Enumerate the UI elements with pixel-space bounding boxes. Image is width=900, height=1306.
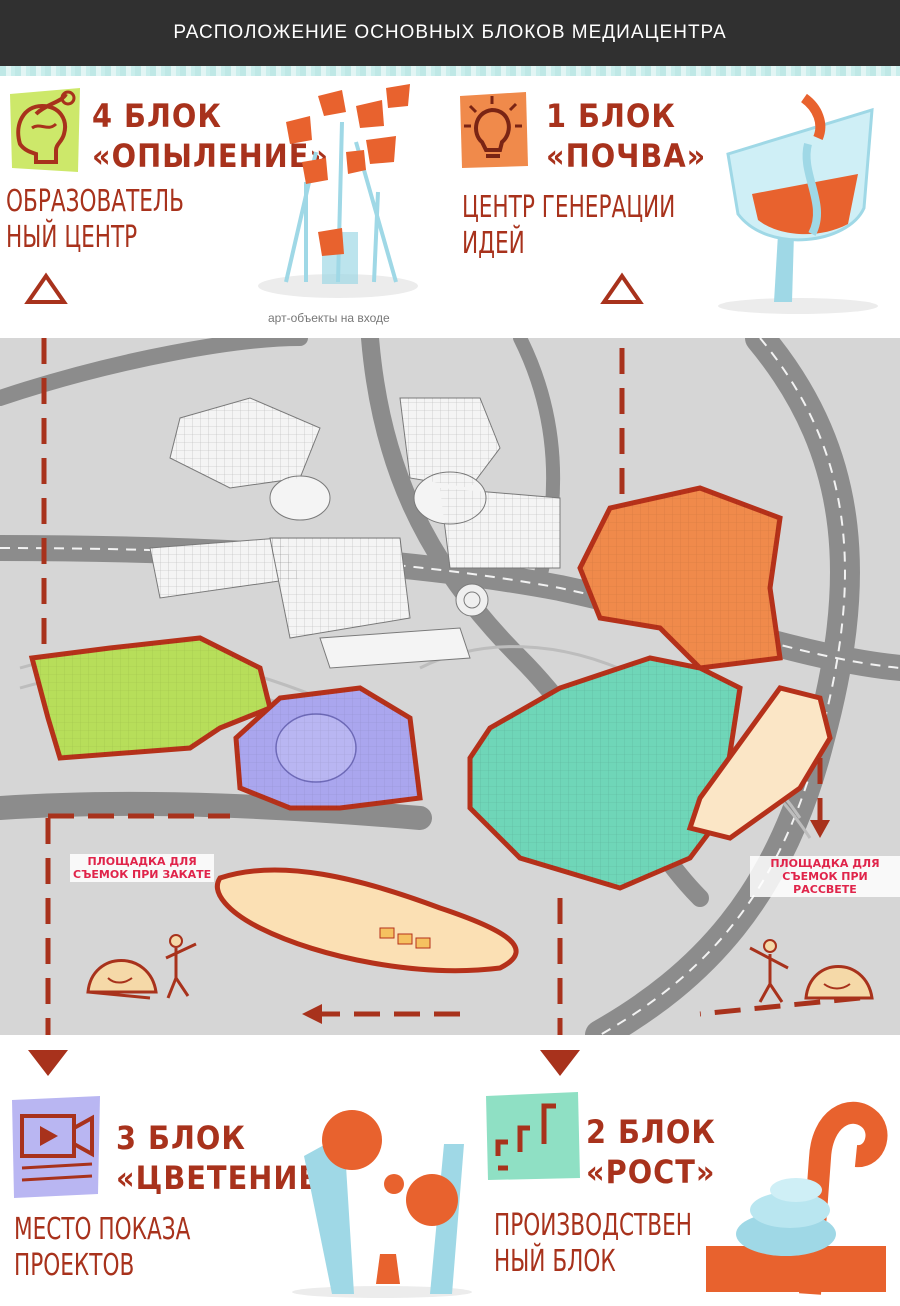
sunset-sun-icon	[86, 934, 197, 1000]
block-3-desc-line2: ПРОЕКТОВ	[14, 1248, 135, 1283]
block-1-desc-line2: ИДЕЙ	[462, 226, 525, 261]
video-camera-icon	[8, 1094, 104, 1202]
page-title: РАСПОЛОЖЕНИЕ ОСНОВНЫХ БЛОКОВ МЕДИАЦЕНТРА	[0, 0, 900, 66]
block-4-name: «ОПЫЛЕНИЕ»	[92, 137, 330, 175]
sunrise-sun-icon	[749, 939, 874, 1003]
art-object-spheres	[284, 1104, 480, 1300]
site-plan: ПЛОЩАДКА ДЛЯ СЪЕМОК ПРИ ЗАКАТЕ ПЛОЩАДКА …	[0, 338, 900, 1035]
arrowheads-top	[24, 272, 644, 304]
sunset-label-line2: СЪЕМОК ПРИ ЗАКАТЕ	[73, 868, 212, 881]
sunrise-label-line2: СЪЕМОК ПРИ РАССВЕТЕ	[782, 870, 868, 896]
block-3-title: 3 БЛОК «ЦВЕТЕНИЕ»	[116, 1118, 339, 1198]
block-3-number: 3 БЛОК	[116, 1119, 246, 1157]
block-4-description: ОБРАЗОВАТЕЛЬ НЫЙ ЦЕНТР	[6, 184, 184, 256]
block-2-description: ПРОИЗВОДСТВЕН НЫЙ БЛОК	[494, 1208, 692, 1280]
block-4-number: 4 БЛОК	[92, 97, 222, 135]
block-2-desc-line2: НЫЙ БЛОК	[494, 1244, 616, 1279]
block-4-desc-line1: ОБРАЗОВАТЕЛЬ	[6, 184, 184, 219]
block-3-name: «ЦВЕТЕНИЕ»	[116, 1159, 339, 1197]
block-1-desc-line1: ЦЕНТР ГЕНЕРАЦИИ	[462, 190, 676, 225]
block-1-description: ЦЕНТР ГЕНЕРАЦИИ ИДЕЙ	[462, 190, 675, 262]
block-1-name: «ПОЧВА»	[546, 137, 707, 175]
growth-bars-icon	[484, 1092, 582, 1182]
entrance-art-object-flowers	[246, 82, 430, 304]
sunset-platform-label: ПЛОЩАДКА ДЛЯ СЪЕМОК ПРИ ЗАКАТЕ	[70, 854, 215, 882]
sunset-label-line1: ПЛОЩАДКА ДЛЯ	[87, 855, 197, 868]
art-objects-caption: арт-объекты на входе	[268, 311, 390, 325]
block-2-name: «РОСТ»	[586, 1153, 716, 1191]
art-object-spiral	[700, 1098, 896, 1300]
block-2-title: 2 БЛОК «РОСТ»	[586, 1112, 716, 1192]
art-object-vessel	[708, 84, 898, 316]
block-3-description: МЕСТО ПОКАЗА ПРОЕКТОВ	[14, 1212, 190, 1284]
decorative-strip	[0, 66, 900, 76]
lightbulb-icon	[458, 90, 530, 170]
block-1-number: 1 БЛОК	[546, 97, 676, 135]
sunrise-platform-label: ПЛОЩАДКА ДЛЯ СЪЕМОК ПРИ РАССВЕТЕ	[750, 856, 900, 897]
block-4-desc-line2: НЫЙ ЦЕНТР	[6, 220, 138, 255]
sunrise-label-line1: ПЛОЩАДКА ДЛЯ	[770, 857, 880, 870]
brain-head-icon	[6, 84, 84, 176]
arrowheads-bottom	[28, 1050, 580, 1076]
block-2-number: 2 БЛОК	[586, 1113, 716, 1151]
block-2-desc-line1: ПРОИЗВОДСТВЕН	[494, 1208, 692, 1243]
block-3-desc-line1: МЕСТО ПОКАЗА	[14, 1212, 191, 1247]
block-1-title: 1 БЛОК «ПОЧВА»	[546, 96, 706, 176]
block-4-title: 4 БЛОК «ОПЫЛЕНИЕ»	[92, 96, 329, 176]
